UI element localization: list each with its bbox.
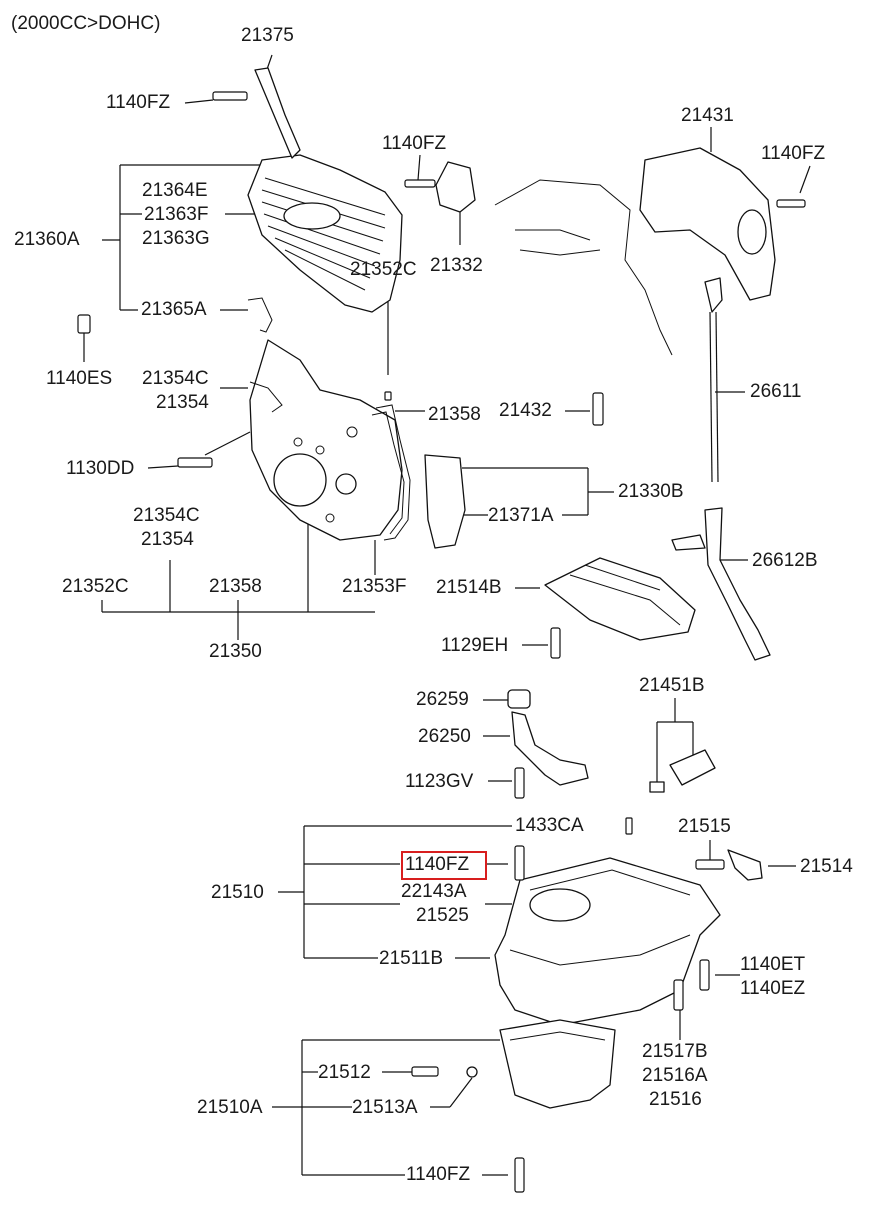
part-label-1140fz-bottom[interactable]: 1140FZ xyxy=(406,1164,471,1185)
part-label-21431[interactable]: 21431 xyxy=(681,105,734,126)
gasket-strip xyxy=(371,404,411,541)
part-label-21330b[interactable]: 21330B xyxy=(618,481,684,502)
bracket-21375 xyxy=(254,67,301,159)
oil-strainer xyxy=(507,689,589,786)
engine-block-outline xyxy=(494,179,673,356)
part-label-21365a[interactable]: 21365A xyxy=(141,299,207,320)
part-label-1129eh[interactable]: 1129EH xyxy=(441,635,509,656)
part-label-21352c-upper[interactable]: 21352C xyxy=(350,259,417,280)
gasket-21332 xyxy=(435,161,476,213)
part-label-21358-upper[interactable]: 21358 xyxy=(428,404,481,425)
part-label-1140fz-top[interactable]: 1140FZ xyxy=(106,92,171,113)
part-label-21451b[interactable]: 21451B xyxy=(639,675,705,696)
part-label-21352c-lower[interactable]: 21352C xyxy=(62,576,129,597)
dipstick-tube xyxy=(671,507,771,661)
part-label-26611[interactable]: 26611 xyxy=(750,381,802,402)
part-label-21514[interactable]: 21514 xyxy=(800,856,853,877)
part-label-21511b[interactable]: 21511B xyxy=(379,948,444,969)
part-label-21510[interactable]: 21510 xyxy=(211,882,264,903)
part-label-21354c-upper[interactable]: 21354C xyxy=(142,368,209,389)
oil-pan-main xyxy=(494,857,721,1026)
part-label-21354-upper[interactable]: 21354 xyxy=(156,392,209,413)
part-label-1433ca[interactable]: 1433CA xyxy=(515,815,584,836)
part-label-21510a[interactable]: 21510A xyxy=(197,1097,263,1118)
part-label-21513a[interactable]: 21513A xyxy=(352,1097,418,1118)
part-label-21514b[interactable]: 21514B xyxy=(436,577,502,598)
part-label-21525[interactable]: 21525 xyxy=(416,905,469,926)
part-label-21354c-lower[interactable]: 21354C xyxy=(133,505,200,526)
part-label-1123gv[interactable]: 1123GV xyxy=(405,771,474,792)
part-label-21353f[interactable]: 21353F xyxy=(342,576,407,597)
oil-pan-lower xyxy=(499,1019,616,1109)
sealant-tube xyxy=(649,749,716,793)
part-label-21350[interactable]: 21350 xyxy=(209,641,262,662)
part-label-21363f[interactable]: 21363F xyxy=(144,204,209,225)
bracket-21514 xyxy=(727,849,763,881)
part-label-21332[interactable]: 21332 xyxy=(430,255,483,276)
part-label-21516a[interactable]: 21516A xyxy=(642,1065,708,1086)
part-label-21354-lower[interactable]: 21354 xyxy=(141,529,194,550)
highlight-box xyxy=(401,851,487,880)
part-label-1140et[interactable]: 1140ET xyxy=(740,954,806,975)
baffle-21514b xyxy=(544,557,696,641)
upper-timing-cover xyxy=(247,154,403,313)
part-label-21363g[interactable]: 21363G xyxy=(142,228,210,249)
part-label-1140es[interactable]: 1140ES xyxy=(46,368,113,389)
part-label-21516[interactable]: 21516 xyxy=(649,1089,702,1110)
part-label-26612b[interactable]: 26612B xyxy=(752,550,818,571)
lower-timing-cover xyxy=(249,339,403,541)
part-label-21515[interactable]: 21515 xyxy=(678,816,731,837)
dipstick xyxy=(704,277,723,483)
part-label-1140fz-gasket[interactable]: 1140FZ xyxy=(382,133,447,154)
part-label-21517b[interactable]: 21517B xyxy=(642,1041,708,1062)
part-label-22143a[interactable]: 22143A xyxy=(401,881,467,902)
part-label-1130dd[interactable]: 1130DD xyxy=(66,458,135,479)
part-label-21375[interactable]: 21375 xyxy=(241,25,294,46)
rear-plate-21431 xyxy=(639,147,776,301)
engine-variant-label: (2000CC>DOHC) xyxy=(11,13,161,34)
bolts xyxy=(77,91,806,1193)
part-label-21358-lower[interactable]: 21358 xyxy=(209,576,262,597)
bracket-21330b xyxy=(424,454,466,549)
part-label-21512[interactable]: 21512 xyxy=(318,1062,371,1083)
part-label-21360a[interactable]: 21360A xyxy=(14,229,80,250)
part-label-1140fz-plate[interactable]: 1140FZ xyxy=(761,143,826,164)
part-label-21364e[interactable]: 21364E xyxy=(142,180,208,201)
part-label-21371a[interactable]: 21371A xyxy=(488,505,554,526)
part-label-21432[interactable]: 21432 xyxy=(499,400,552,421)
leader-lines xyxy=(83,54,811,1176)
part-label-1140ez[interactable]: 1140EZ xyxy=(740,978,806,999)
part-label-26259[interactable]: 26259 xyxy=(416,689,469,710)
part-label-1140fz-highlighted[interactable]: 1140FZ xyxy=(405,854,470,875)
part-label-26250[interactable]: 26250 xyxy=(418,726,471,747)
